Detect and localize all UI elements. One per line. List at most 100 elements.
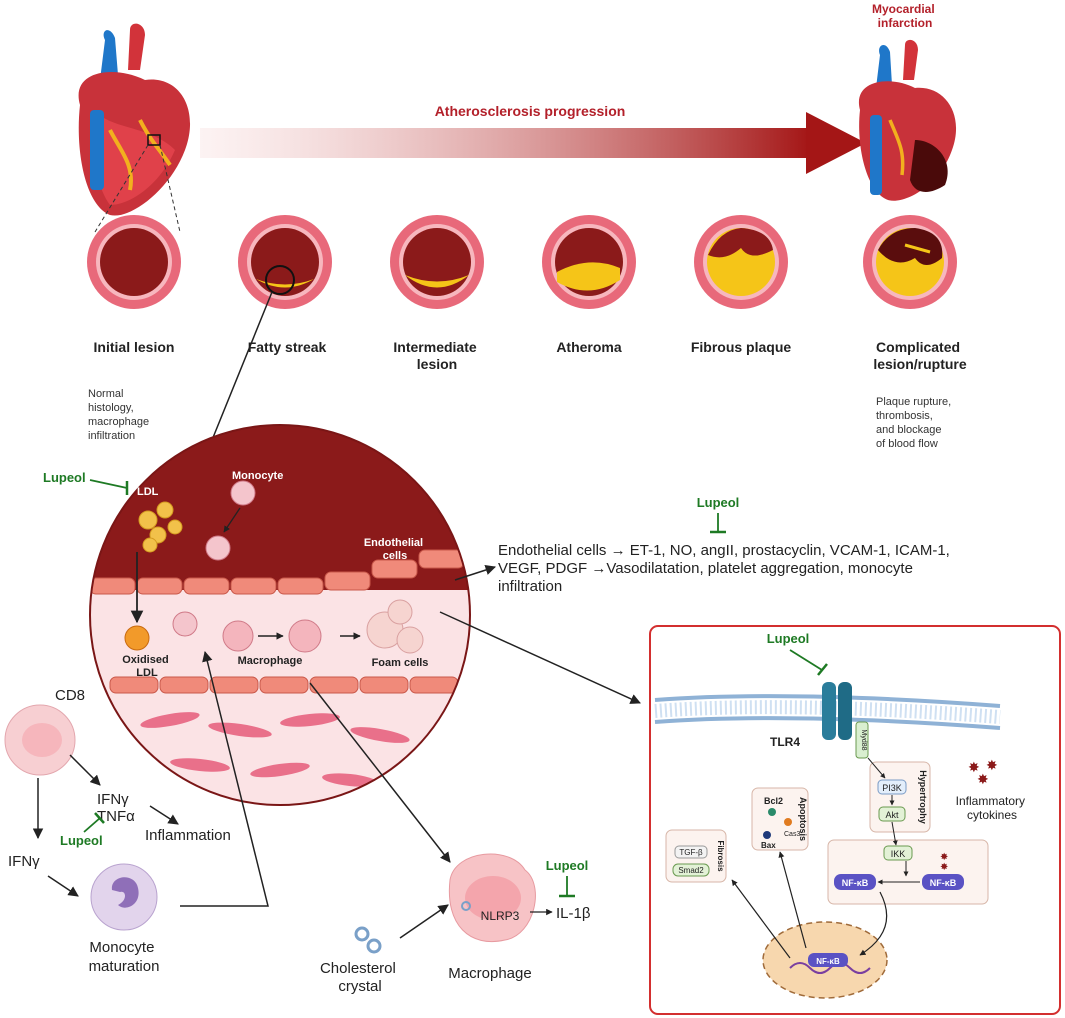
svg-text:✸: ✸ (977, 771, 989, 787)
arrow-ifn-monocyte (47, 875, 79, 897)
cytokine-icons: ✸ ✸ ✸ (968, 757, 998, 787)
label-ldl: LDL (137, 486, 159, 498)
artery-cross-section-5 (694, 215, 788, 309)
mi-label: Myocardial infarction (872, 2, 938, 30)
label-fibrosis: Fibrosis (716, 840, 725, 872)
arrow-tnf-inflammation (149, 805, 179, 825)
label-monocyte: Monocyte (232, 470, 283, 482)
svg-text:✸: ✸ (968, 759, 980, 775)
monocyte-cell-icon (90, 863, 158, 931)
label-cas3: Cas3 (784, 831, 800, 838)
magnified-vessel-border (89, 424, 471, 806)
endothelial-effects-text: Endothelial cells → ET-1, NO, angII, pro… (498, 542, 954, 595)
label-bcl2: Bcl2 (764, 796, 783, 806)
stage-label-3: Intermediate lesion (393, 339, 480, 372)
lupeol-inhibit-tlr4 (789, 649, 828, 676)
label-foam-cells: Foam cells (372, 657, 429, 669)
cas3-icon (784, 818, 792, 826)
pi3k-box (877, 779, 907, 795)
label-nfkb-1: NF-κB (842, 878, 869, 888)
svg-text:✸: ✸ (940, 862, 948, 873)
lupeol-inhibit-tnf (83, 812, 105, 833)
label-macrophage-2: Macrophage (448, 965, 531, 982)
label-macrophage: Macrophage (238, 655, 303, 667)
artery-cross-section-4 (542, 215, 636, 309)
stage-label-6: Complicated lesion/rupture (873, 339, 967, 372)
arrow-nucleus-apoptosis (778, 851, 807, 949)
stage-label-2: Fatty streak (248, 339, 327, 355)
arrow-vessel-to-panel (439, 611, 641, 704)
dna-icon (789, 962, 871, 974)
arrow-monocyte-to-vessel (180, 650, 269, 907)
progression-label: Atherosclerosis progression (435, 103, 626, 119)
bax-icon (763, 831, 771, 839)
label-nfkb-2: NF-κB (930, 878, 957, 888)
artery-cross-section-6 (863, 215, 957, 309)
label-hypertrophy: Hypertrophy (918, 770, 928, 824)
artery-cross-section-3 (390, 215, 484, 309)
label-smad2: Smad2 (678, 866, 704, 875)
lupeol-label-3: Lupeol (60, 833, 103, 848)
nfkb-box-1 (834, 874, 876, 890)
artery-cross-section-2 (238, 215, 332, 309)
label-nfkb-nuclear: NF-κB (816, 957, 840, 966)
cd8-cell-icon (4, 704, 76, 776)
label-ikk: IKK (891, 849, 906, 859)
lupeol-label-5: Lupeol (767, 631, 810, 646)
label-oxidised-ldl: Oxidised LDL (122, 654, 172, 679)
tgfb-box (674, 845, 708, 859)
arrow-monocyte (223, 507, 241, 533)
label-pi3k: PI3K (882, 783, 902, 793)
label-nlrp3: NLRP3 (481, 909, 520, 923)
note-complicated: Plaque rupture, thrombosis, and blockage… (876, 396, 954, 450)
svg-text:✸: ✸ (940, 852, 948, 863)
label-ifn-2: IFNγ (8, 853, 40, 870)
label-inflammation: Inflammation (145, 827, 231, 844)
label-akt: Akt (885, 810, 899, 820)
bcl2-icon (768, 808, 776, 816)
progression-arrow (200, 128, 810, 158)
zoom-connector (209, 291, 273, 446)
lupeol-inhibit-ldl (89, 479, 129, 495)
label-bax: Bax (761, 841, 776, 850)
label-myd88: Myd88 (860, 729, 867, 750)
arrow-nfkb-to-nucleus (859, 891, 888, 956)
tlr4-receptor-icon (822, 682, 852, 740)
lupeol-label-2: Lupeol (697, 495, 740, 510)
label-tgfb: TGF-β (679, 848, 703, 857)
label-cytokines: Inflammatory cytokines (956, 794, 1029, 822)
cholesterol-crystal-icon (354, 926, 382, 954)
nfkb-nuclear-box (808, 953, 848, 967)
note-initial: Normal histology, macrophage infiltratio… (88, 388, 152, 442)
stage-label-4: Atheroma (556, 339, 622, 355)
heart-icon-right (858, 39, 957, 201)
progression-arrow-head (806, 112, 866, 174)
arrow-akt-ikk (891, 821, 898, 846)
smad2-box (672, 863, 710, 877)
arrow-vessel-to-macrophage (309, 682, 451, 863)
label-tlr4: TLR4 (770, 735, 800, 749)
label-endothelial: Endothelial cells (364, 537, 426, 562)
macrophage-cell-icon (448, 853, 536, 942)
arrow-to-endothelial-text (454, 564, 496, 581)
heart-icon-left (78, 23, 191, 233)
ikk-box (883, 845, 913, 861)
label-cd8: CD8 (55, 687, 85, 704)
label-cholesterol-crystal: Cholesterol crystal (320, 960, 400, 995)
myd88-box (855, 721, 869, 759)
label-monocyte-maturation: Monocyte maturation (89, 939, 160, 975)
arrow-cd8-ifn (69, 754, 101, 786)
arrow-nucleus-fibrosis (731, 879, 791, 959)
label-il1b: IL-1β (556, 905, 591, 922)
stage-label-5: Fibrous plaque (691, 339, 792, 355)
lupeol-inhibit-il1b (559, 876, 575, 898)
arrow-crystal-macrophage (399, 904, 449, 939)
ikk-cytokine-icons: ✸ ✸ (940, 852, 948, 873)
artery-cross-section-1 (87, 215, 181, 309)
label-ifn-tnf: IFNγ TNFα (97, 791, 135, 825)
lupeol-label-1: Lupeol (43, 470, 86, 485)
akt-box (878, 806, 906, 822)
lupeol-inhibit-no (710, 513, 726, 534)
